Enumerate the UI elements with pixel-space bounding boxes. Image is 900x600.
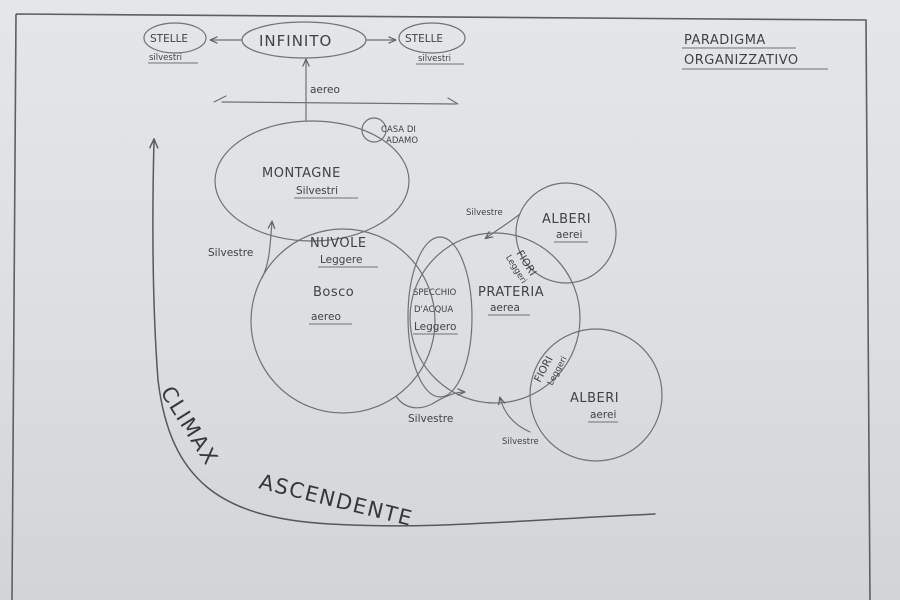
nuvole-sub: Leggere [320,254,362,266]
montagne-sub: Silvestri [296,185,338,197]
stelle-left-ellipse [143,22,207,54]
specchio-label-2: D'ACQUA [414,305,453,315]
prateria-circle [409,232,581,404]
casa-label-2: ADAMO [386,136,418,146]
montagne-label: MONTAGNE [262,166,341,181]
climax-ascendente-arrow [153,140,656,527]
fiori-top-group: FIORI Leggeri [503,248,538,285]
ascendente-label: ASCENDENTE [257,470,416,531]
aereo-bar-tick-right [447,97,459,105]
arrow-alberi-bottom-to-prateria [500,398,531,433]
infinito-label: INFINITO [259,32,332,50]
bosco-sub: aereo [311,311,341,323]
climax-group: CLIMAX [156,382,223,470]
stelle-right-sub: silvestri [418,54,451,64]
silvestre-alberi-bottom-label: Silvestre [502,437,539,447]
alberi-bottom-label: ALBERI [570,391,619,406]
stelle-left-sub: silvestri [149,53,182,63]
alberi-top-label: ALBERI [542,212,591,227]
climax-label: CLIMAX [156,382,223,470]
alberi-bottom-circle [529,328,663,462]
alberi-bottom-sub: aerei [590,409,616,421]
nuvole-label: NUVOLE [310,236,367,251]
silvestre-left-label: Silvestre [208,247,253,259]
title-line2: ORGANIZZATIVO [684,53,799,68]
aereo-bar [221,101,457,105]
prateria-sub: aerea [490,302,520,314]
specchio-lens [407,236,473,398]
title-block: PARADIGMA ORGANIZZATIVO [682,33,828,70]
specchio-sub: Leggero [414,321,456,333]
bosco-label: Bosco [313,285,354,300]
silvestre-alberi-top-label: Silvestre [466,208,503,218]
bosco-circle [250,228,436,414]
montagne-ellipse [214,120,410,242]
arrow-bosco-to-prateria [395,392,464,409]
prateria-label: PRATERIA [478,285,544,300]
aereo-label: aereo [310,84,340,96]
page-frame [11,13,871,600]
arrow-bosco-to-montagne [261,222,272,279]
aereo-bar-tick-left [213,95,227,103]
infinito-ellipse [241,21,367,59]
casa-label-1: CASA DI [381,125,416,135]
stelle-left-label: STELLE [150,33,188,45]
alberi-top-circle [515,182,617,284]
fiori-bottom-group: FIORI Leggeri [532,354,569,387]
specchio-label-1: SPECCHIO [413,288,457,298]
stelle-right-ellipse [398,22,466,54]
alberi-top-sub: aerei [556,229,582,241]
title-line1: PARADIGMA [684,33,766,48]
stelle-right-label: STELLE [405,33,443,45]
ascendente-group: ASCENDENTE [257,470,416,531]
arrow-alberi-top-to-prateria [486,213,521,238]
silvestre-bottom-label: Silvestre [408,413,453,425]
